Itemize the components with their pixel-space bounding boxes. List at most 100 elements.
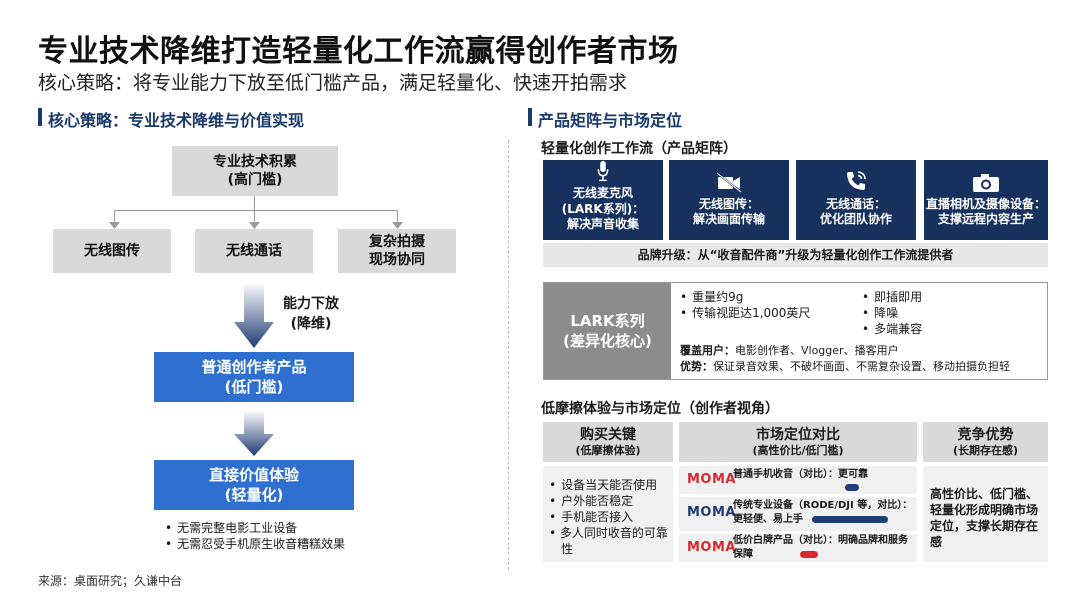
branch-box-transmission: 无线图传	[53, 229, 171, 273]
branch-label: 无线通话	[226, 242, 282, 259]
direct-value-sub: (轻量化)	[224, 486, 284, 504]
compare-desc: 明确品牌和服务保障	[733, 535, 908, 560]
buy-point-text: 多人同时收音的可靠性	[559, 526, 668, 556]
coverage-label: 覆盖用户：	[680, 344, 735, 357]
connector-line	[114, 210, 115, 226]
buy-point: 手机能否接入	[549, 509, 633, 525]
compare-row	[679, 466, 917, 494]
product-line: 无线通话：	[825, 196, 886, 211]
compare-row	[679, 534, 917, 562]
camera-icon	[973, 173, 999, 192]
branch-label: 复杂拍摄	[369, 233, 425, 250]
right-section-heading: 产品矩阵与市场定位	[538, 111, 683, 130]
product-line: 无线麦克风	[572, 186, 633, 201]
arrow-label: 能力下放 (降维)	[283, 294, 339, 335]
product-wireless-intercom: 无线通话： 优化团队协作	[796, 160, 916, 240]
compare-label: 传统专业设备（RODE/DJI 等，对比）：	[733, 500, 913, 511]
col-body-edge	[923, 466, 1048, 562]
buy-point: • 多人同时收音的可靠性	[549, 526, 668, 556]
col-title: 购买关键	[580, 426, 636, 443]
lark-feature: 传输视距达1,000英尺	[680, 305, 810, 321]
branch-box-complex-shooting: 复杂拍摄 现场协同	[338, 229, 456, 273]
direct-value-title: 直接价值体验	[208, 465, 299, 484]
col-head-compare: 市场定位对比 (高性价比/低门槛)	[679, 422, 917, 462]
down-arrow-icon	[234, 410, 274, 456]
lark-feature: 即插即用	[862, 289, 922, 305]
edge-text: 高性价比、低门槛、轻量化形成明确市场定位，支撑长期存在感	[930, 487, 1039, 549]
branch-box-intercom: 无线通话	[195, 229, 313, 273]
col-head-edge: 竞争优势 (长期存在感)	[923, 422, 1048, 462]
moma-logo: MOMA	[687, 472, 736, 487]
direct-value-box: 直接价值体验 (轻量化)	[154, 460, 354, 510]
lark-feature: 多端兼容	[862, 321, 922, 337]
lark-title: LARK系列	[570, 311, 645, 330]
phone-call-icon	[847, 171, 866, 190]
compare-bar	[845, 484, 859, 491]
video-camera-icon	[716, 172, 742, 193]
section-marker	[38, 108, 42, 126]
compare-label: 低价白牌产品（对比）：	[733, 535, 838, 546]
product-line: 无线图传：	[698, 196, 759, 211]
source-note: 来源：桌面研究；久谦中台	[38, 574, 183, 588]
compare-row	[679, 497, 917, 531]
section-divider	[508, 140, 509, 570]
connector-line	[254, 210, 255, 226]
matrix-title: 轻量化创作工作流（产品矩阵）	[541, 141, 737, 157]
product-wireless-mic: 无线麦克风 (LARK系列)： 解决声音收集	[543, 160, 663, 240]
page-title: 专业技术降维打造轻量化工作流赢得创作者市场	[38, 34, 679, 69]
compare-bar	[800, 551, 818, 558]
advantage-label: 优势：	[680, 360, 713, 373]
tech-accumulation-sub: (高门槛)	[227, 172, 283, 188]
col-head-buy: 购买关键 (低摩擦体验)	[543, 422, 673, 462]
moma-logo: MOMA	[687, 505, 736, 520]
product-line: 优化团队协作	[819, 212, 892, 227]
lark-series-label: LARK系列 (差异化核心)	[544, 283, 671, 379]
arrow-label-line2: (降维)	[290, 316, 332, 333]
compare-text: 普通手机收音（对比）：更可靠	[733, 468, 868, 482]
left-section-heading: 核心策略：专业技术降维与价值实现	[48, 111, 305, 130]
product-live-camera: 直播相机及摄像设备： 支撑远程内容生产	[924, 160, 1048, 240]
tech-accumulation-box: 专业技术积累 (高门槛)	[172, 146, 338, 196]
compare-bar	[812, 516, 888, 523]
market-title: 低摩擦体验与市场定位（创作者视角）	[541, 401, 779, 417]
lark-advantage: 优势：保证录音效果、不破坏画面、不需复杂设置、移动拍摄负担轻	[680, 359, 1010, 375]
compare-desc: 更可靠	[838, 469, 868, 480]
buy-point: 户外能否稳定	[549, 493, 633, 509]
buy-point: 设备当天能否使用	[549, 477, 657, 493]
col-sub: (低摩擦体验)	[575, 443, 641, 457]
down-arrow-icon	[234, 282, 274, 348]
arrowhead-icon	[249, 222, 260, 229]
product-wireless-video: 无线图传： 解决画面传输	[669, 160, 789, 240]
compare-desc: 更轻便、易上手	[733, 514, 803, 525]
coverage-text: 电影创作者、Vlogger、播客用户	[735, 344, 899, 357]
microphone-icon	[597, 160, 609, 182]
product-line: 直播相机及摄像设备：	[925, 196, 1046, 211]
product-line: (LARK系列)：	[561, 201, 645, 216]
lark-feature: 降噪	[862, 305, 898, 321]
arrowhead-icon	[109, 222, 120, 229]
page-subtitle: 核心策略：将专业能力下放至低门槛产品，满足轻量化、快速开拍需求	[38, 72, 628, 94]
lark-series-panel	[543, 282, 1048, 380]
lark-subtitle: (差异化核心)	[563, 332, 652, 350]
col-title: 竞争优势	[957, 426, 1014, 443]
compare-label: 普通手机收音（对比）：	[733, 469, 838, 480]
arrow-label-line1: 能力下放	[283, 296, 339, 312]
lark-coverage: 覆盖用户：电影创作者、Vlogger、播客用户	[680, 343, 899, 359]
col-title: 市场定位对比	[756, 426, 840, 443]
left-note-item: 无需忍受手机原生收音糟糕效果	[165, 536, 345, 552]
compare-text: 低价白牌产品（对比）：明确品牌和服务保障	[733, 534, 913, 562]
moma-logo: MOMA	[687, 540, 736, 555]
lark-feature: 重量约9g	[680, 289, 743, 305]
connector-line	[254, 196, 255, 210]
product-line: 支撑远程内容生产	[937, 212, 1034, 227]
arrowhead-icon	[392, 222, 403, 229]
product-line: 解决画面传输	[692, 212, 765, 227]
advantage-text: 保证录音效果、不破坏画面、不需复杂设置、移动拍摄负担轻	[713, 360, 1010, 373]
left-note-item: 无需完整电影工业设备	[165, 520, 297, 536]
connector-line	[397, 210, 398, 226]
creator-product-title: 普通创作者产品	[201, 357, 307, 376]
branch-label: 无线图传	[84, 242, 140, 259]
product-line: 解决声音收集	[566, 217, 639, 232]
tech-accumulation-title: 专业技术积累	[213, 153, 297, 170]
branch-label-2: 现场协同	[369, 252, 425, 268]
